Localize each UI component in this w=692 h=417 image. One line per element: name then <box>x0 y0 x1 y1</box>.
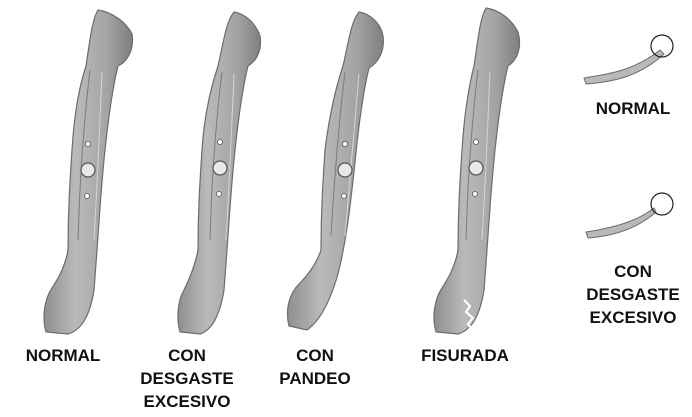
label-worn: CON DESGASTE EXCESIVO <box>124 344 250 413</box>
label-edge-worn: CON DESGASTE EXCESIVO <box>574 260 692 329</box>
label-normal: NORMAL <box>4 344 122 367</box>
blade-cracked <box>428 0 538 340</box>
edge-normal-diagram <box>580 30 680 100</box>
blade-normal <box>38 0 148 340</box>
label-bent: CON PANDEO <box>262 344 368 390</box>
edge-worn-diagram <box>580 188 680 248</box>
label-edge-normal: NORMAL <box>574 97 692 120</box>
blade-worn <box>168 0 278 340</box>
blade-bent <box>283 0 403 340</box>
label-cracked: FISURADA <box>400 344 530 367</box>
